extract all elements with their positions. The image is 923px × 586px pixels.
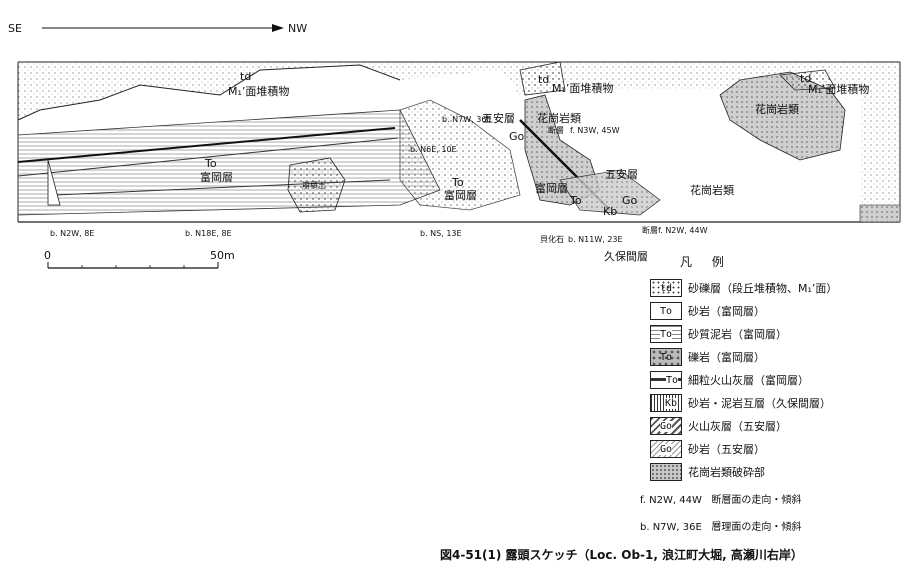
label-go-2: Go <box>622 194 638 207</box>
legend-bedding-row: b. N7W, 36E 層理面の走向・傾斜 <box>640 518 801 534</box>
legend-swatch-to-conglomerate: To <box>650 348 682 366</box>
label-wood-fossil: 貝化石 <box>540 234 564 244</box>
label-gosu-2: 五安層 <box>605 167 638 181</box>
legend-bedding-text: 層理面の走向・傾斜 <box>711 522 802 533</box>
legend-label-to-conglomerate: 礫岩（富岡層） <box>688 351 765 364</box>
label-td-1: td <box>240 70 251 83</box>
legend-fault-symbol: f. N2W, 44W <box>640 495 702 506</box>
label-m1-1: M₁’面堆積物 <box>228 84 289 98</box>
legend-swatch-to-mudstone: To <box>650 325 682 343</box>
legend-fault-row: f. N2W, 44W 断層面の走向・傾斜 <box>640 491 801 507</box>
label-granites-3: 花崗岩類 <box>690 183 734 197</box>
legend-label-to-ash: 細粒火山灰層（富岡層） <box>688 374 809 387</box>
legend-label-to-sandstone: 砂岩（富岡層） <box>688 305 765 318</box>
legend-item-go-ash: Go 火山灰層（五安層） <box>650 415 787 437</box>
legend-item-go-sandstone: Go 砂岩（五安層） <box>650 438 765 460</box>
label-granites-2: 花崗岩類 <box>755 102 799 116</box>
orientation-left: SE <box>8 22 22 35</box>
scale-end: 50m <box>210 249 235 262</box>
legend-label-to-mudstone: 砂質泥岩（富岡層） <box>688 328 787 341</box>
legend-swatch-td: td <box>650 279 682 297</box>
label-m1-3: M₁’面堆積物 <box>808 82 869 96</box>
legend-label-td: 砂礫層（段丘堆積物、M₁’面） <box>688 282 838 295</box>
legend-label-kb: 砂岩・泥岩互層（久保間層） <box>688 397 831 410</box>
attitude-7: f. N3W, 45W <box>570 126 620 135</box>
legend-label-go-sandstone: 砂岩（五安層） <box>688 443 765 456</box>
scale-bar: 0 50m <box>44 249 235 269</box>
legend-title: 凡 例 <box>680 255 732 269</box>
legend-swatch-go-sandstone: Go <box>650 440 682 458</box>
legend-fault-text: 断層面の走向・傾斜 <box>711 495 802 506</box>
label-td-2: td <box>538 73 549 86</box>
label-kubomoma: 久保間層 <box>604 249 648 263</box>
label-to-2: To <box>451 176 464 189</box>
legend-item-to-mudstone: To 砂質泥岩（富岡層） <box>650 323 787 345</box>
attitude-8: f. N2W, 44W <box>658 226 708 235</box>
label-fault-1: 断層 <box>548 125 564 135</box>
legend-item-kb: Kb 砂岩・泥岩互層（久保間層） <box>650 392 831 414</box>
legend-label-granite-crush: 花崗岩類破砕部 <box>688 466 765 479</box>
talus-body <box>287 157 346 213</box>
scale-start: 0 <box>44 249 51 262</box>
legend-swatch-go-ash: Go <box>650 417 682 435</box>
central-block <box>399 61 661 216</box>
orientation-right: NW <box>288 22 307 35</box>
label-to-1: To <box>204 157 217 170</box>
label-granites-1: 花崗岩類 <box>537 111 581 125</box>
label-kb: Kb <box>603 205 617 218</box>
legend-item-to-conglomerate: To 礫岩（富岡層） <box>650 346 765 368</box>
figure-caption: 図4-51(1) 露頭スケッチ（Loc. Ob-1, 浪江町大堀, 高瀬川右岸） <box>440 548 803 562</box>
legend-swatch-to-ash: To <box>650 371 682 389</box>
label-gosu-1: 五安層 <box>482 111 515 125</box>
attitude-3: b. NS, 13E <box>420 229 462 238</box>
legend-bedding-symbol: b. N7W, 36E <box>640 522 702 533</box>
label-tomioka-2: 富岡層 <box>444 188 477 202</box>
label-go-1: Go <box>509 130 525 143</box>
label-fault-2: 断層 <box>642 225 658 235</box>
attitude-6: b. N6E, 10E <box>410 145 457 154</box>
legend-item-td: td 砂礫層（段丘堆積物、M₁’面） <box>650 277 837 299</box>
attitude-2: b. N18E, 8E <box>185 229 232 238</box>
right-edge-crush <box>859 204 901 223</box>
label-m1-2: M₁’面堆積物 <box>552 81 613 95</box>
tomioka-beds <box>17 109 441 216</box>
legend-swatch-granite-crush <box>650 463 682 481</box>
label-to-3: To <box>569 194 582 207</box>
label-talus: 崩積土 <box>302 180 326 190</box>
label-tomioka-3: 富岡層 <box>535 181 568 195</box>
attitude-5: b. N7W, 36E <box>442 115 491 124</box>
legend-item-granite-crush: 花崗岩類破砕部 <box>650 461 765 483</box>
legend-swatch-kb: Kb <box>650 394 682 412</box>
legend-item-to-sandstone: To 砂岩（富岡層） <box>650 300 765 322</box>
legend-swatch-to-sandstone: To <box>650 302 682 320</box>
attitude-1: b. N2W, 8E <box>50 229 94 238</box>
legend-item-to-ash: To 細粒火山灰層（富岡層） <box>650 369 809 391</box>
attitude-4: b. N11W, 23E <box>568 235 623 244</box>
orientation-arrow: SE NW <box>8 22 307 35</box>
label-tomioka-1: 富岡層 <box>200 170 233 184</box>
legend-label-go-ash: 火山灰層（五安層） <box>688 420 787 433</box>
label-td-3: td <box>800 72 811 85</box>
right-terrace-patch <box>779 69 836 91</box>
